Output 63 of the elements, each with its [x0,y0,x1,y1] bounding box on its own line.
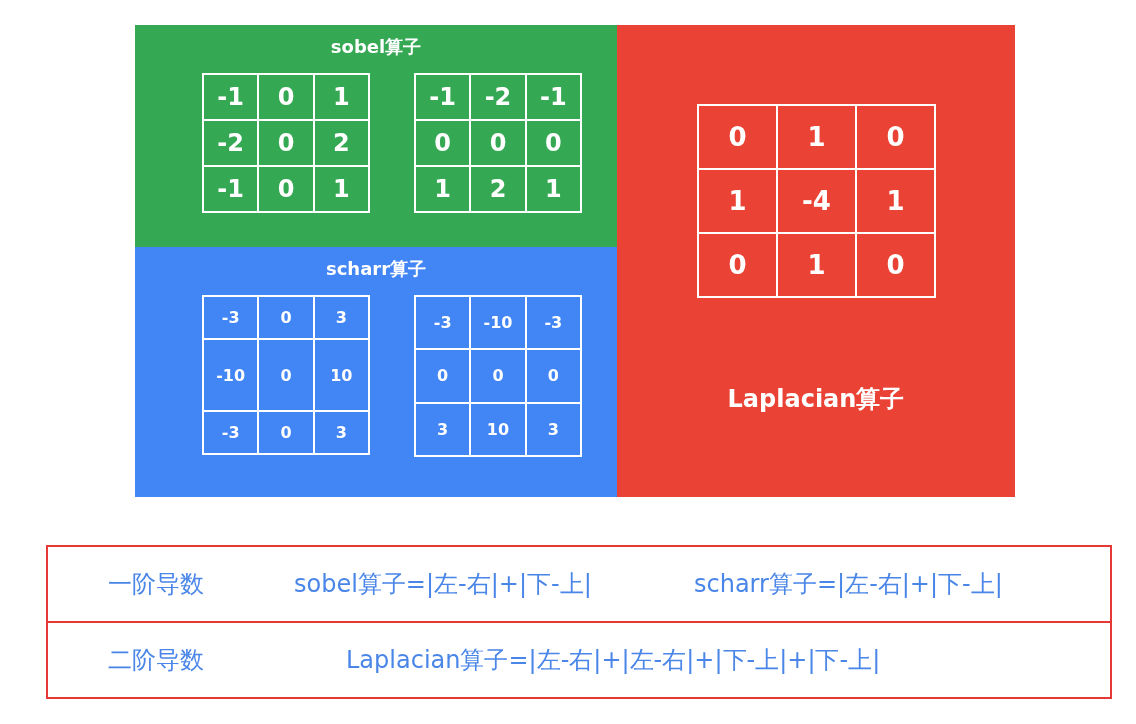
formula-row [46,545,1112,623]
formula-text: scharr算子=|左-右|+|下-上| [694,569,1003,600]
matrix-value: 0 [259,121,315,167]
matrix-value: 1 [314,167,370,213]
matrix-value: -3 [204,297,260,340]
matrix-value: -1 [416,75,472,121]
kernel-matrix [202,295,370,455]
matrix-value: 10 [314,340,370,412]
operator-panel [135,247,617,497]
matrix-value: 3 [314,297,370,340]
kernel-matrix [697,104,936,298]
matrix-value: 0 [416,350,472,404]
matrix-value: -1 [204,167,260,213]
matrix-value: 1 [526,167,582,213]
matrix-value: 0 [259,297,315,340]
matrix-value: 1 [314,75,370,121]
matrix-value: 0 [471,350,527,404]
matrix-value: 0 [857,234,936,298]
matrix-value: 0 [259,75,315,121]
formula-text: sobel算子=|左-右|+|下-上| [294,569,592,600]
kernel-matrix [414,295,582,457]
panel-heading: sobel算子 [329,35,423,59]
matrix-value: 1 [857,170,936,234]
panel-heading: scharr算子 [324,257,428,281]
formula-row [46,621,1112,699]
matrix-value: -2 [471,75,527,121]
matrix-value: 1 [778,234,857,298]
row-heading: 一阶导数 [108,569,204,600]
matrix-value: 3 [416,403,472,457]
matrix-value: -3 [204,412,260,455]
matrix-value: 2 [314,121,370,167]
matrix-value: 0 [699,106,778,170]
matrix-value: 0 [526,121,582,167]
matrix-value: 0 [699,234,778,298]
kernel-matrix [202,73,370,213]
matrix-value: 2 [471,167,527,213]
matrix-value: -3 [526,297,582,351]
matrix-value: 3 [526,403,582,457]
operator-panel [617,25,1015,497]
matrix-value: 0 [259,412,315,455]
formula-text: Laplacian算子=|左-右|+|左-右|+|下-上|+|下-上| [346,645,881,676]
matrix-value: 0 [857,106,936,170]
row-heading: 二阶导数 [108,645,204,676]
matrix-value: 0 [471,121,527,167]
matrix-value: -1 [204,75,260,121]
matrix-value: 1 [778,106,857,170]
matrix-value: 1 [699,170,778,234]
operator-panel [135,25,617,247]
matrix-value: -10 [204,340,260,412]
matrix-value: -3 [416,297,472,351]
matrix-value: 3 [314,412,370,455]
kernel-matrix [414,73,582,213]
panel-heading: Laplacian算子 [726,384,906,415]
matrix-value: 0 [526,350,582,404]
matrix-value: 10 [471,403,527,457]
matrix-value: 0 [259,167,315,213]
matrix-value: 1 [416,167,472,213]
matrix-value: -1 [526,75,582,121]
matrix-value: 0 [416,121,472,167]
matrix-value: -4 [778,170,857,234]
matrix-value: -10 [471,297,527,351]
matrix-value: 0 [259,340,315,412]
matrix-value: -2 [204,121,260,167]
